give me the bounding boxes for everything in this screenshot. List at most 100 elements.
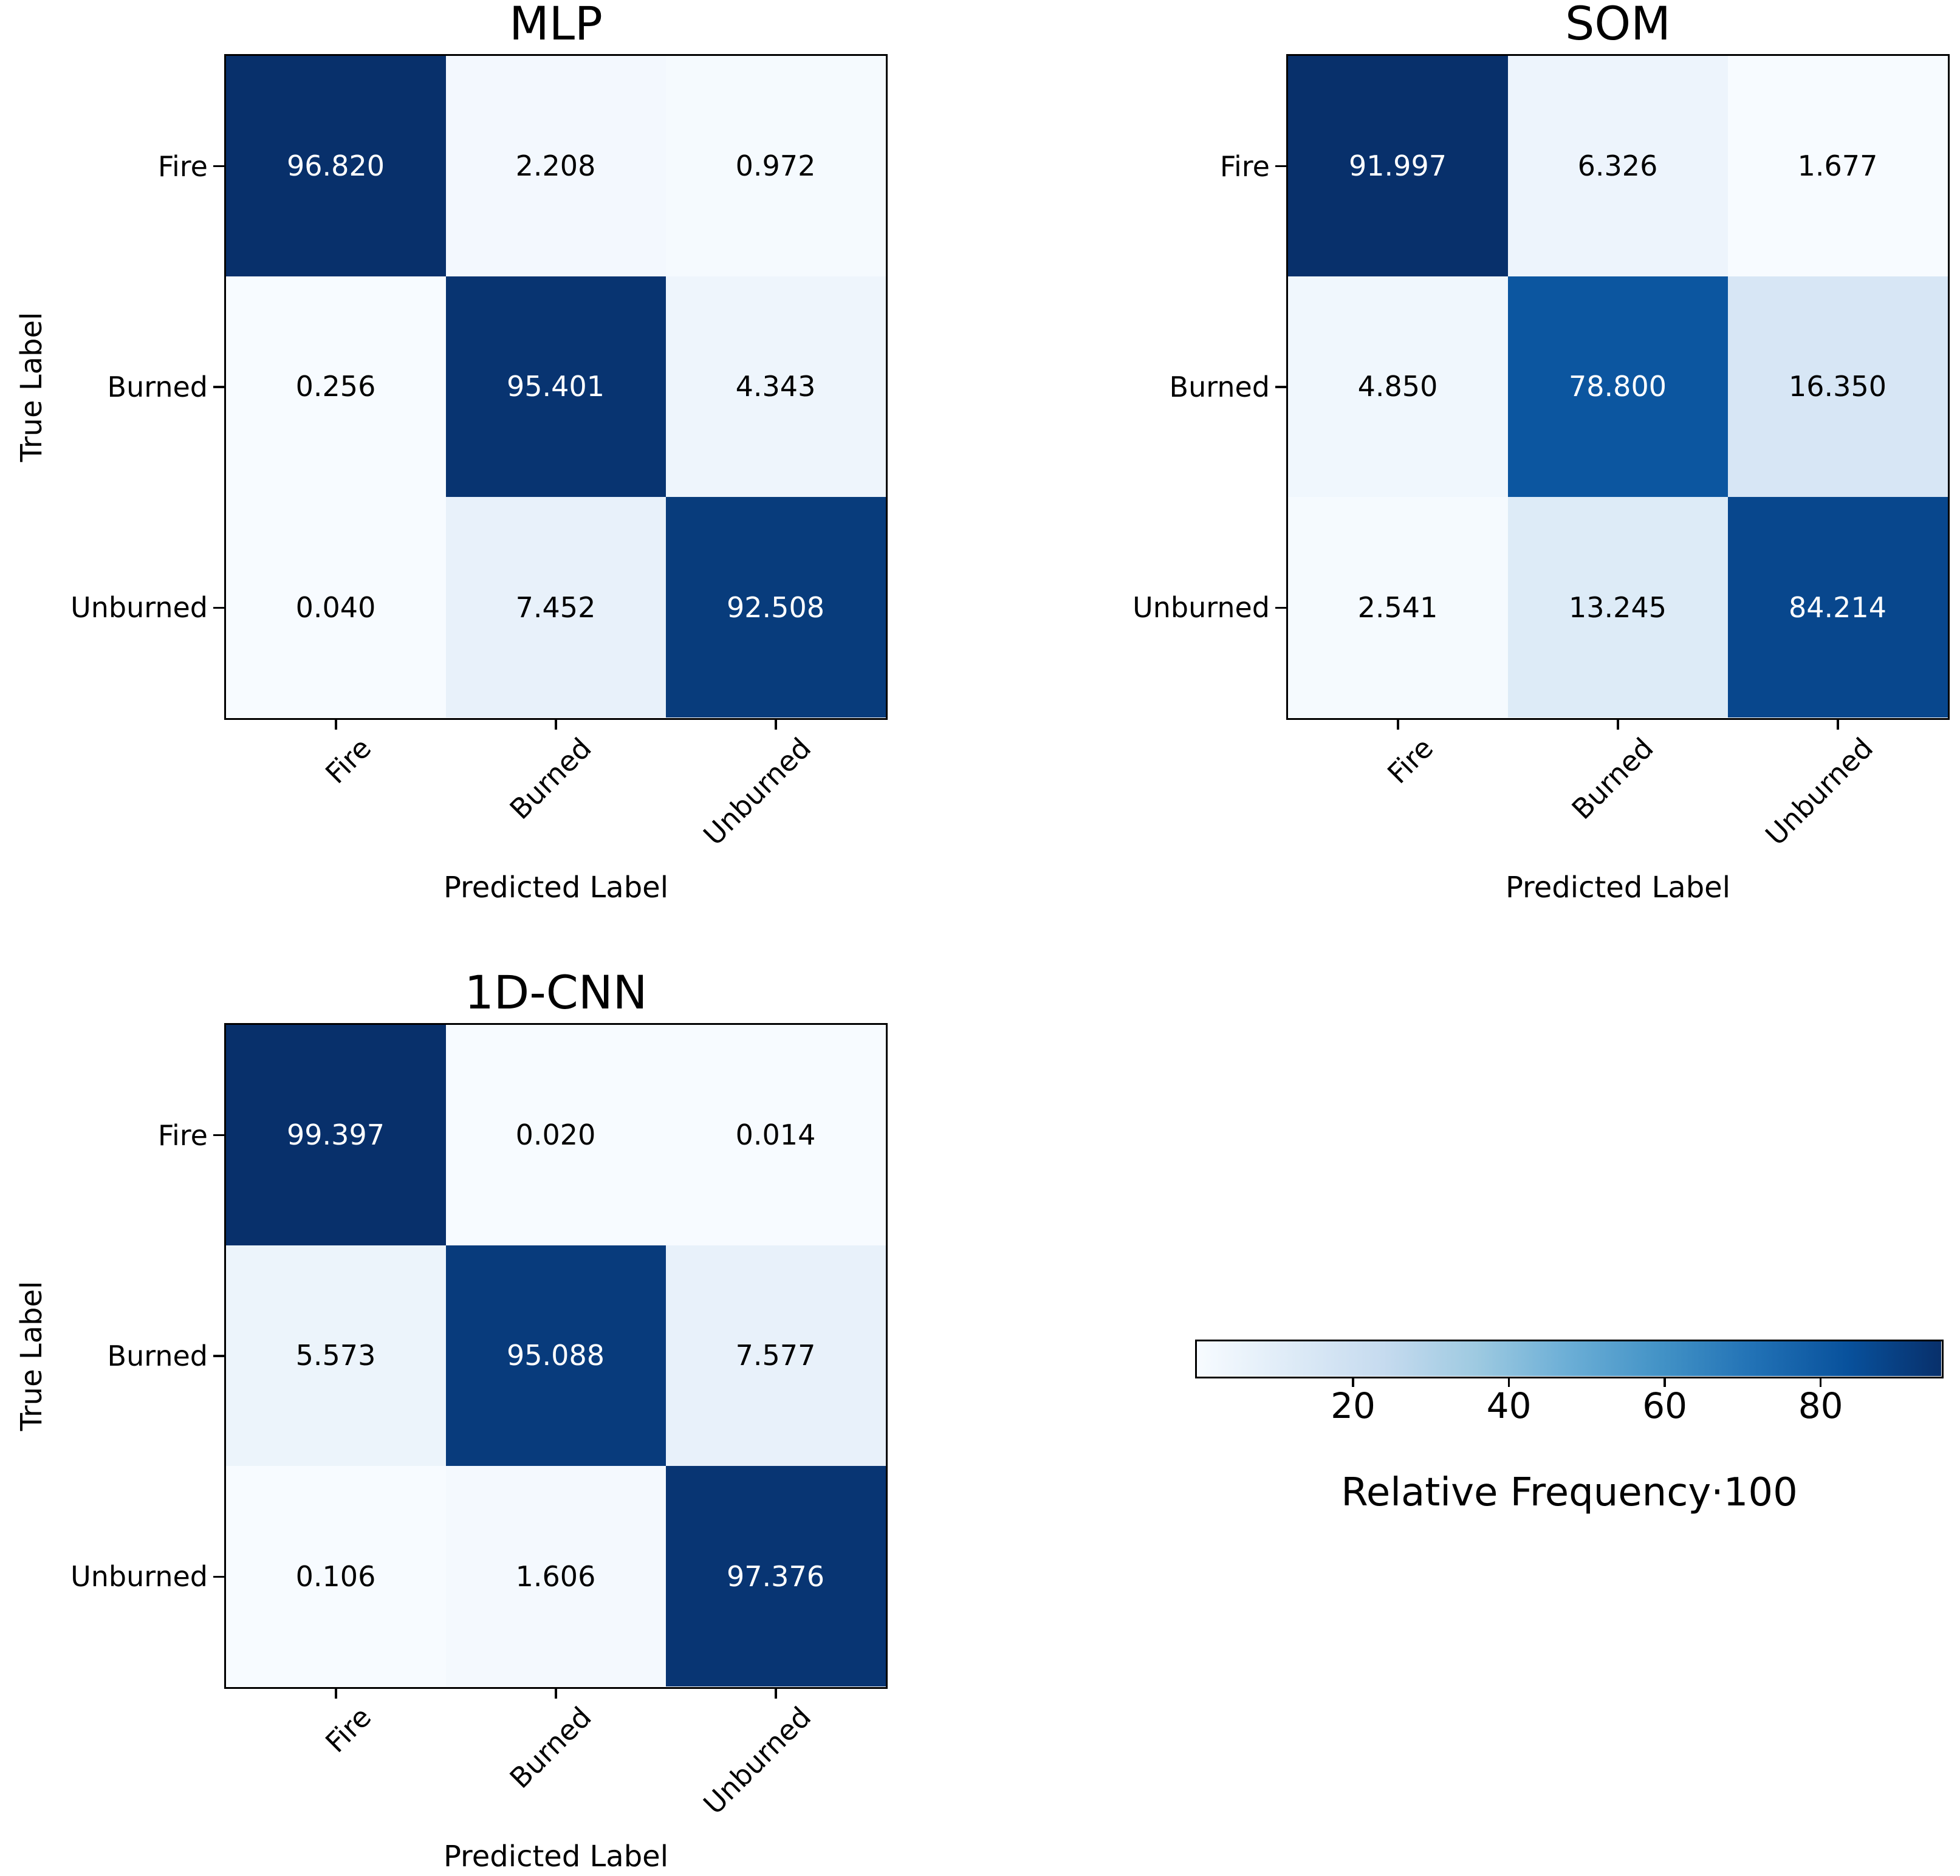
cell-value: 2.208 (515, 149, 596, 183)
y-tick-mark (213, 1134, 224, 1137)
x-axis-label: Predicted Label (1505, 871, 1731, 905)
matrix-cell: 6.326 (1507, 55, 1728, 276)
x-tick-mark (1837, 719, 1839, 730)
cell-value: 0.014 (735, 1118, 816, 1152)
cell-value: 99.397 (287, 1118, 385, 1152)
cell-value: 7.577 (735, 1339, 816, 1372)
colorbar-tick-mark (1507, 1378, 1510, 1387)
colorbar-tick-label: 80 (1798, 1385, 1843, 1426)
cell-value: 1.606 (515, 1559, 596, 1593)
y-axis-label: True Label (15, 312, 49, 462)
matrix-cell: 95.088 (445, 1245, 666, 1467)
matrix-cell: 0.014 (665, 1024, 886, 1245)
x-tick-label: Unburned (697, 1700, 818, 1821)
cell-value: 96.820 (287, 149, 385, 183)
subplot-som: SOM 91.997 6.326 1.677 4.850 78.800 16.350 2.54… (980, 0, 1960, 938)
matrix-cell: 2.541 (1287, 497, 1508, 718)
cell-value: 95.088 (507, 1339, 605, 1372)
cell-value: 97.376 (727, 1559, 824, 1593)
matrix-cell: 1.606 (445, 1466, 666, 1687)
y-tick-label: Unburned (1132, 591, 1270, 625)
x-tick-mark (335, 719, 337, 730)
colorbar-tick-mark (1352, 1378, 1354, 1387)
matrix-cell: 0.040 (225, 497, 446, 718)
cell-value: 0.020 (515, 1118, 596, 1152)
colorbar-tick-label: 40 (1486, 1385, 1532, 1426)
colorbar-gradient (1197, 1341, 1941, 1376)
matrix-cell: 92.508 (665, 497, 886, 718)
colorbar-tick-mark (1664, 1378, 1666, 1387)
subplot-1d-cnn: 1D-CNN 99.397 0.020 0.014 5.573 95.088 7.577 0.… (0, 938, 980, 1876)
cell-value: 13.245 (1569, 591, 1667, 624)
matrix-cell: 7.452 (445, 497, 666, 718)
x-tick-label: Fire (318, 731, 378, 790)
cell-value: 5.573 (295, 1339, 376, 1372)
subplot-title: SOM (1565, 0, 1671, 50)
y-tick-label: Fire (157, 1118, 208, 1152)
matrix-cell: 16.350 (1727, 276, 1948, 498)
matrix-cell: 0.106 (225, 1466, 446, 1687)
colorbar-tick-label: 20 (1331, 1385, 1376, 1426)
matrix-cell: 2.208 (445, 55, 666, 276)
matrix-cell: 84.214 (1727, 497, 1948, 718)
matrix-cell: 91.997 (1287, 55, 1508, 276)
x-tick-label: Burned (502, 731, 598, 826)
x-tick-label: Fire (318, 1700, 378, 1759)
cell-value: 78.800 (1569, 370, 1667, 403)
matrix-cell: 1.677 (1727, 55, 1948, 276)
cell-value: 0.972 (735, 149, 816, 183)
matrix-cell: 99.397 (225, 1024, 446, 1245)
matrix-cell: 97.376 (665, 1466, 886, 1687)
matrix-cell: 7.577 (665, 1245, 886, 1467)
matrix-cell: 95.401 (445, 276, 666, 498)
x-tick-mark (1617, 719, 1619, 730)
cell-value: 6.326 (1577, 149, 1658, 183)
x-tick-label: Fire (1380, 731, 1440, 790)
y-tick-label: Burned (107, 371, 208, 403)
cell-value: 2.541 (1357, 591, 1438, 624)
x-tick-mark (775, 719, 777, 730)
y-tick-label: Fire (157, 149, 208, 183)
cell-value: 0.040 (295, 591, 376, 624)
cell-value: 4.343 (735, 370, 816, 403)
subplot-title: MLP (509, 0, 603, 50)
matrix-cell: 13.245 (1507, 497, 1728, 718)
y-tick-mark (213, 1575, 224, 1578)
x-axis-label: Predicted Label (443, 871, 669, 905)
cell-value: 92.508 (727, 591, 824, 624)
y-axis-label: True Label (15, 1281, 49, 1431)
cell-value: 4.850 (1357, 370, 1438, 403)
y-tick-mark (213, 1355, 224, 1357)
matrix-cell: 5.573 (225, 1245, 446, 1467)
matrix-cell: 4.850 (1287, 276, 1508, 498)
x-tick-mark (1397, 719, 1399, 730)
subplot-title: 1D-CNN (464, 965, 648, 1019)
colorbar-tick-mark (1819, 1378, 1822, 1387)
y-tick-mark (1275, 165, 1286, 168)
x-tick-label: Unburned (1759, 731, 1880, 852)
colorbar-label: Relative Frequency·100 (1341, 1470, 1798, 1515)
y-tick-mark (213, 606, 224, 609)
cell-value: 0.106 (295, 1559, 376, 1593)
confusion-matrix: 91.997 6.326 1.677 4.850 78.800 16.350 2.541 13… (1286, 53, 1950, 720)
y-tick-label: Unburned (70, 591, 208, 625)
y-tick-label: Unburned (70, 1560, 208, 1594)
matrix-cell: 96.820 (225, 55, 446, 276)
x-tick-mark (555, 1688, 557, 1699)
y-tick-mark (213, 165, 224, 168)
x-tick-label: Burned (502, 1700, 598, 1795)
cell-value: 95.401 (507, 370, 605, 403)
matrix-cell: 0.020 (445, 1024, 666, 1245)
matrix-cell: 4.343 (665, 276, 886, 498)
y-tick-mark (213, 386, 224, 388)
x-tick-label: Burned (1564, 731, 1660, 826)
x-tick-mark (775, 1688, 777, 1699)
matrix-cell: 78.800 (1507, 276, 1728, 498)
y-tick-mark (1275, 386, 1286, 388)
x-tick-label: Unburned (697, 731, 818, 852)
y-tick-label: Fire (1219, 149, 1270, 183)
